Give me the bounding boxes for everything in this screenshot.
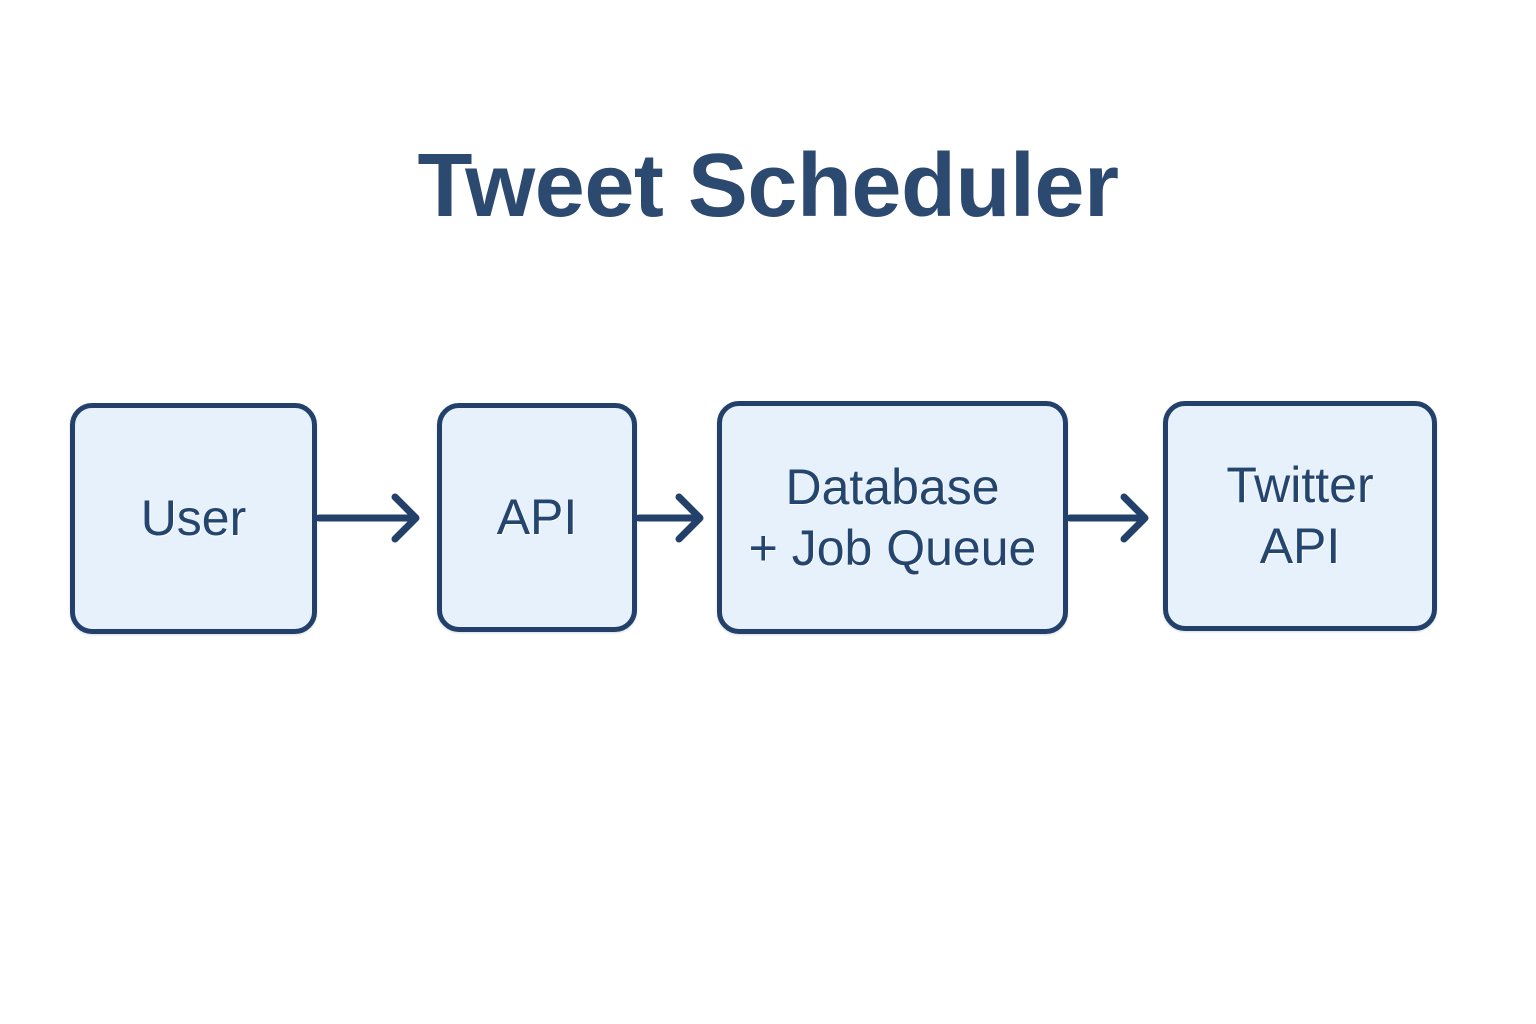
arrow-database-to-twitter-api: [1066, 488, 1163, 548]
node-database-label: Database + Job Queue: [748, 458, 1037, 576]
node-database-job-queue[interactable]: Database + Job Queue: [717, 401, 1068, 634]
node-twitter-api-label: Twitter API: [1226, 457, 1374, 574]
arrow-api-to-database: [635, 488, 717, 548]
node-api[interactable]: API: [437, 403, 637, 632]
node-user-label: User: [140, 490, 247, 546]
node-api-label: API: [496, 489, 578, 545]
node-user[interactable]: User: [70, 403, 317, 634]
arrow-user-to-api: [315, 488, 437, 548]
page-title: Tweet Scheduler: [417, 136, 1119, 236]
node-twitter-api[interactable]: Twitter API: [1163, 401, 1437, 631]
